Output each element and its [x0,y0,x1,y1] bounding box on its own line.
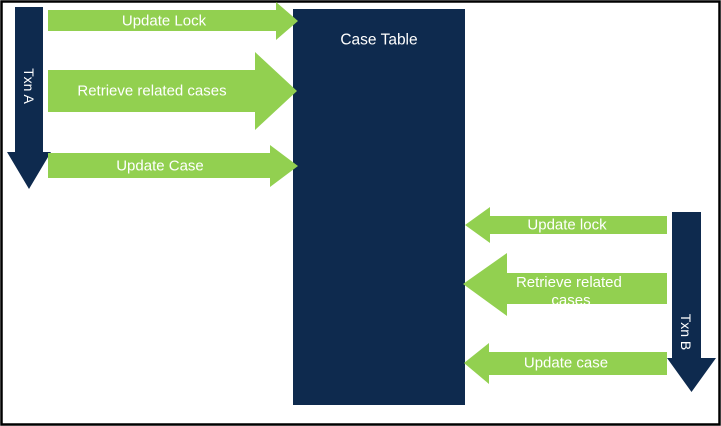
txn-a-operations: Update Lock Retrieve related cases Updat… [48,2,298,187]
arrow-retrieve-related-cases-b-label: Retrieve related cases [516,274,626,309]
arrow-update-case-b-label: Update case [524,355,608,372]
arrow-update-lock-b [465,207,667,243]
txn-a-lane: Txn A [7,7,51,189]
txn-b-label: Txn B [678,314,694,351]
txn-b-operations: Update lock Retrieve related cases Updat… [463,207,667,384]
txn-b-lane: Txn B [667,212,716,392]
arrow-retrieve-related-cases-b-line2: cases [551,292,590,309]
case-table: Case Table [293,9,465,405]
txn-a-label: Txn A [21,68,37,104]
txn-a-arrow [7,7,51,189]
arrow-retrieve-related-cases-a-label: Retrieve related cases [77,83,226,100]
arrow-update-lock-a-label: Update Lock [122,13,207,30]
case-table-label: Case Table [340,32,417,49]
arrow-update-case-a-label: Update Case [116,158,204,175]
arrow-retrieve-related-cases-a [48,52,297,130]
case-table-box [293,9,465,405]
arrow-retrieve-related-cases-b [463,253,667,316]
arrow-update-case-b [464,343,667,384]
arrow-update-case-a [48,145,298,187]
arrow-retrieve-related-cases-b-line1: Retrieve related [516,274,622,291]
arrow-update-lock-b-label: Update lock [527,217,607,234]
arrow-update-lock-a [48,2,298,40]
txn-b-arrow [667,212,716,392]
